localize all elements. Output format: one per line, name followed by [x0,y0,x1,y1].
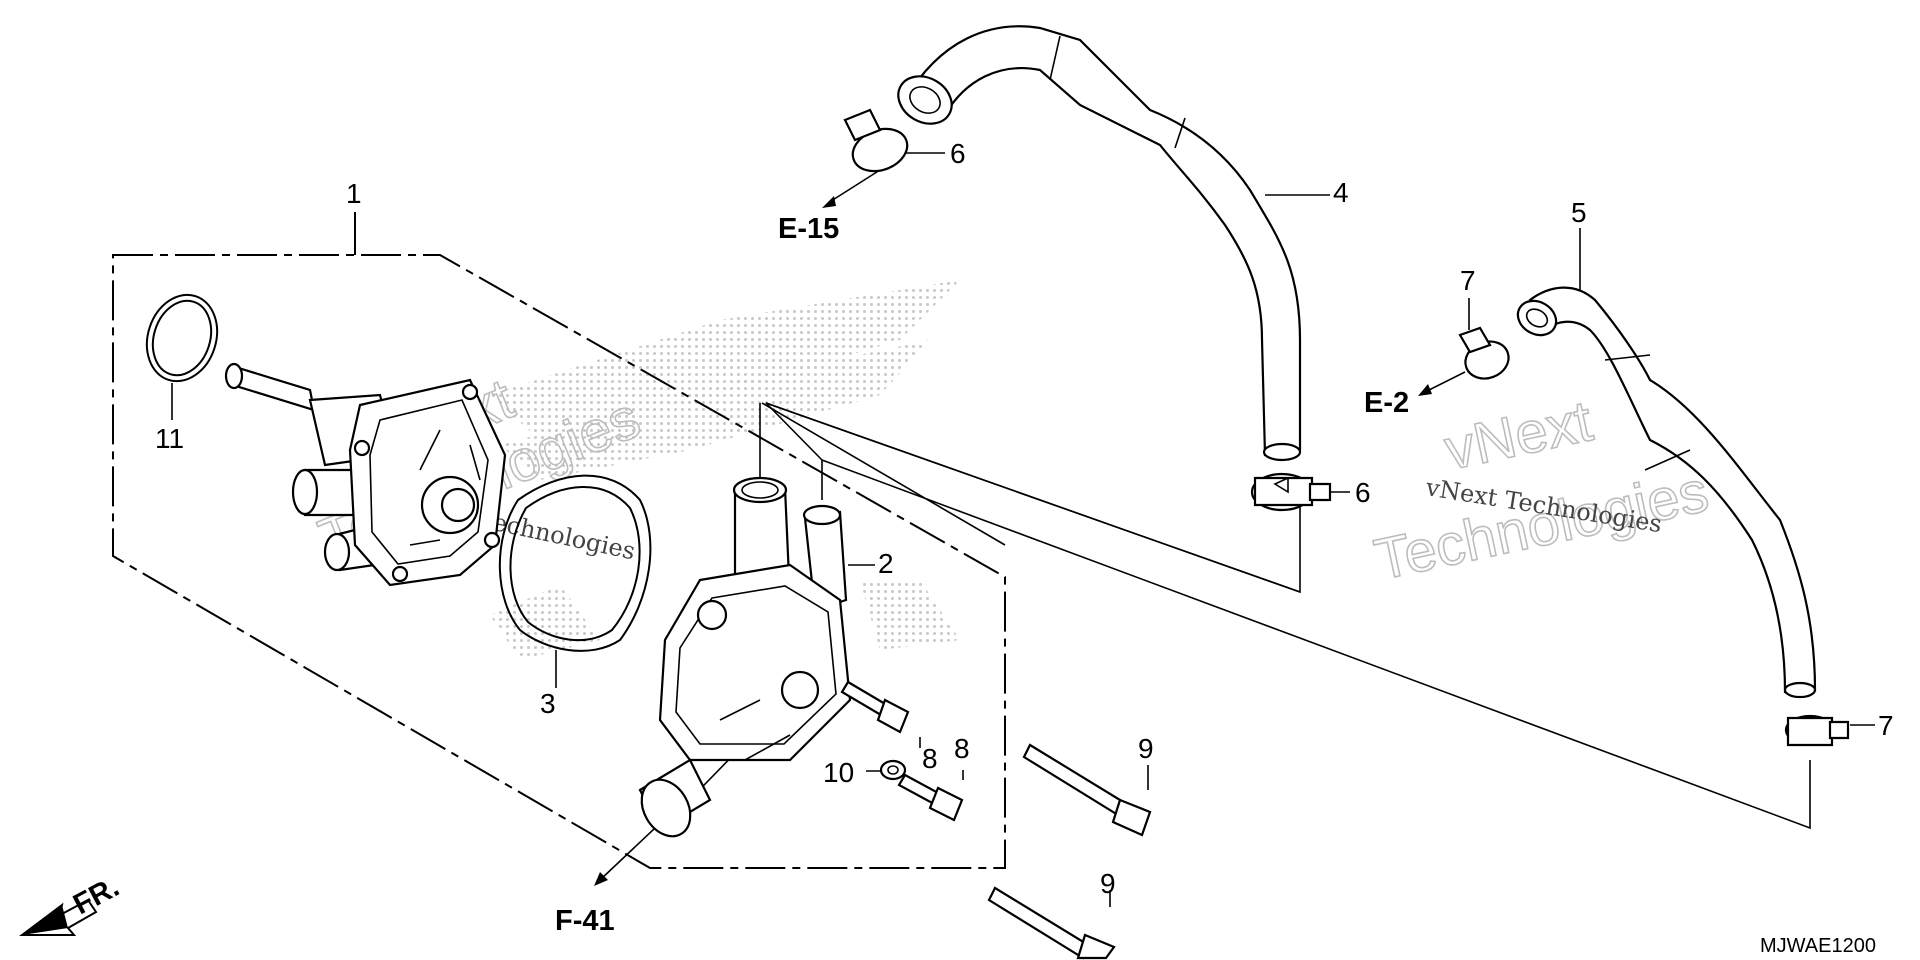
label-1: 1 [346,178,362,209]
label-3: 3 [540,688,556,719]
svg-text:Technologies: Technologies [1369,459,1714,593]
ref-e15: E-15 [778,213,839,245]
drawing-code: MJWAE1200 [1760,935,1876,957]
label-7-bottom: 7 [1878,710,1894,741]
label-9-upper: 9 [1138,733,1154,764]
assembly-outline [112,212,1006,869]
ref-f41: F-41 [555,905,615,937]
label-8-lower: 8 [954,733,970,764]
label-6-bottom: 6 [1355,477,1371,508]
label-10: 10 [823,757,854,788]
housing-2 [638,476,852,838]
svg-text:vNext: vNext [1439,388,1598,482]
label-11: 11 [155,423,184,454]
bolt-9-lower [987,886,1116,960]
bolt-9-upper [1022,743,1152,837]
label-7-top: 7 [1460,265,1476,296]
clamp-7-top [1458,326,1510,380]
leader-lines [171,152,1875,907]
clamp-7-bottom [1784,714,1850,747]
gasket-3 [498,474,652,652]
clamp-6-bottom [1250,472,1332,512]
clamp-6-top [843,108,909,173]
hose-5 [1516,286,1817,699]
water-pump-1 [224,362,507,587]
bolt-8-upper [840,680,910,734]
washer-10 [879,759,907,781]
halftone-logo [490,280,960,660]
bolt-8-lower [897,773,964,822]
label-4: 4 [1333,177,1349,208]
o-ring-11 [145,293,219,383]
label-8-upper: 8 [922,743,938,774]
front-arrow [19,898,98,936]
ref-e2: E-2 [1364,387,1409,419]
label-9-lower: 9 [1100,868,1116,899]
label-5: 5 [1571,197,1587,228]
part-labels: 1 2 3 4 5 6 6 7 7 8 8 9 9 10 11 [155,138,1894,899]
label-6-top: 6 [950,138,966,169]
hose-4 [897,25,1302,462]
label-2: 2 [878,548,894,579]
